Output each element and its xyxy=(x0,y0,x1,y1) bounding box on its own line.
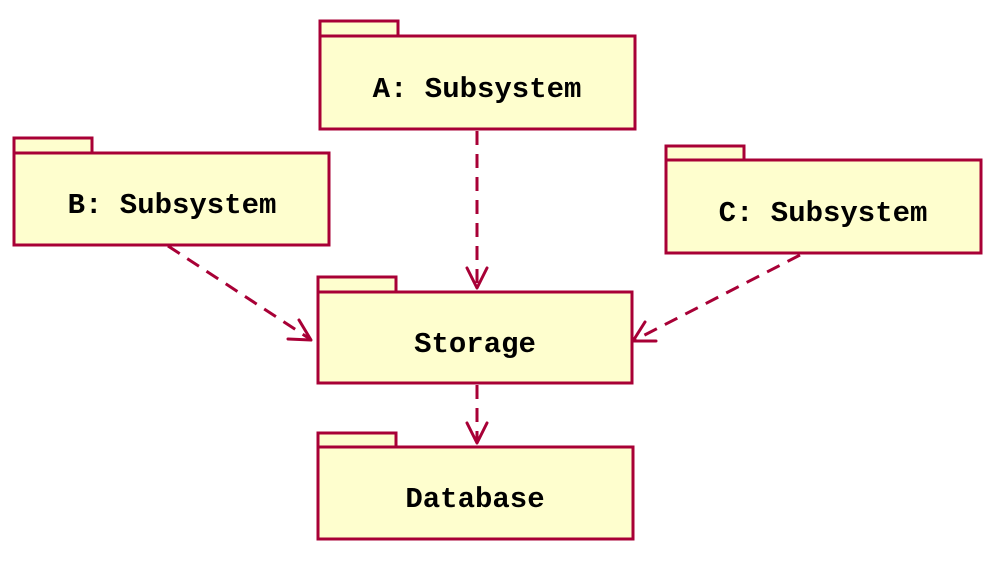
package-storage[interactable]: Storage xyxy=(316,275,634,385)
package-a-tab xyxy=(318,19,400,38)
package-b-label: B: Subsystem xyxy=(68,189,277,222)
package-database[interactable]: Database xyxy=(316,431,635,541)
package-b-tab xyxy=(12,136,94,155)
package-a-label: A: Subsystem xyxy=(373,73,582,106)
dependency-b-to-storage-line xyxy=(167,244,311,341)
dependency-b-to-storage-arrowhead xyxy=(286,318,313,342)
dependency-storage-to-database-arrowhead xyxy=(465,421,489,445)
package-c-body xyxy=(664,158,983,255)
package-database-tab xyxy=(316,431,398,449)
dependency-c-to-storage xyxy=(631,253,801,343)
dependency-c-to-storage-line xyxy=(632,253,801,343)
dependency-c-to-storage-arrowhead xyxy=(631,320,658,343)
package-storage-tab xyxy=(316,275,398,294)
dependency-storage-to-database xyxy=(465,385,489,445)
package-storage-label: Storage xyxy=(414,328,536,361)
package-c-label: C: Subsystem xyxy=(719,197,928,230)
package-c[interactable]: C: Subsystem xyxy=(664,144,983,255)
package-c-tab xyxy=(664,144,746,162)
package-storage-body xyxy=(316,290,634,385)
package-database-body xyxy=(316,445,635,541)
package-b-body xyxy=(12,151,331,247)
dependency-a-to-storage xyxy=(465,131,489,290)
package-a-body xyxy=(318,34,637,131)
dependency-a-to-storage-arrowhead xyxy=(465,266,489,290)
package-a[interactable]: A: Subsystem xyxy=(318,19,637,131)
dependency-b-to-storage xyxy=(167,244,313,342)
package-b[interactable]: B: Subsystem xyxy=(12,136,331,247)
package-database-label: Database xyxy=(405,483,544,516)
